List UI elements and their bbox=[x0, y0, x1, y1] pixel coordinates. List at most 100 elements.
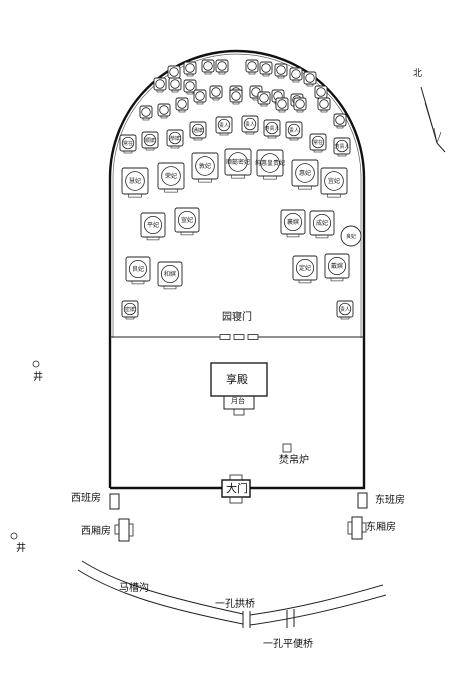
tomb-row-c: 宣妃 bbox=[174, 207, 200, 236]
svg-text:惠妃: 惠妃 bbox=[299, 169, 311, 177]
tomb-row-b: 纯惠皇贵妃 bbox=[255, 149, 285, 180]
yuetai-steps bbox=[233, 408, 245, 416]
north-label: 北 bbox=[413, 69, 423, 79]
west-duty-room-label: 西班房 bbox=[71, 493, 101, 504]
west-wing-room bbox=[114, 518, 134, 542]
yuanqin-gate-marks bbox=[219, 334, 259, 340]
tomb-row-b: 顺懿密妃 bbox=[224, 148, 252, 179]
tomb-small bbox=[257, 91, 271, 107]
tomb-row-c: 戴嫔 bbox=[324, 253, 350, 282]
main-gate-step-top bbox=[229, 474, 243, 481]
svg-text:贵人: 贵人 bbox=[340, 306, 350, 313]
svg-text:恭嫔: 恭嫔 bbox=[170, 135, 180, 142]
tomb-row-a: 恭嫔 bbox=[166, 129, 184, 149]
east-duty-room bbox=[357, 492, 368, 509]
tomb-row-c: 成妃 bbox=[309, 210, 335, 239]
svg-text:慧妃: 慧妃 bbox=[129, 177, 141, 185]
tomb-small bbox=[289, 67, 303, 83]
main-gate-step-bottom bbox=[229, 496, 243, 504]
tomb-row-a: 寿贵人 bbox=[263, 119, 281, 139]
svg-text:纯惠皇贵妃: 纯惠皇贵妃 bbox=[255, 159, 285, 167]
west-duty-room bbox=[109, 493, 120, 510]
svg-text:常在: 常在 bbox=[313, 139, 323, 146]
svg-text:和嫔: 和嫔 bbox=[164, 270, 176, 278]
svg-text:芳贵人: 芳贵人 bbox=[334, 143, 349, 150]
tomb-small bbox=[274, 63, 288, 79]
tomb-small bbox=[245, 59, 259, 75]
svg-text:宣妃: 宣妃 bbox=[181, 216, 193, 224]
tomb-small bbox=[333, 113, 347, 129]
yuetai-label: 月台 bbox=[231, 397, 245, 405]
arch-bridge-label: 一孔拱桥 bbox=[215, 599, 255, 610]
enclosure-wall bbox=[108, 49, 366, 490]
svg-text:通嫔: 通嫔 bbox=[193, 127, 203, 134]
horse-ditch-right-lower bbox=[249, 594, 387, 626]
svg-text:顺嫔: 顺嫔 bbox=[145, 137, 155, 144]
tomb-small bbox=[168, 77, 182, 93]
tomb-row-a: 常在 bbox=[119, 134, 137, 154]
tomb-small bbox=[229, 89, 243, 105]
flat-bridge-label: 一孔平便桥 bbox=[263, 639, 313, 650]
tomb-small bbox=[139, 105, 153, 121]
tomb-small bbox=[314, 85, 328, 101]
east-wing-room-label: 东厢房 bbox=[366, 522, 396, 533]
svg-text:定妃: 定妃 bbox=[299, 264, 311, 272]
svg-text:密嫔: 密嫔 bbox=[125, 306, 135, 313]
svg-text:贵人: 贵人 bbox=[289, 127, 299, 134]
tomb-small bbox=[293, 97, 307, 113]
burning-furnace-label: 焚帛炉 bbox=[279, 455, 309, 466]
well-upper-mark bbox=[32, 360, 40, 368]
tomb-row-c: 和嫔 bbox=[157, 261, 183, 290]
tomb-small bbox=[303, 71, 317, 87]
svg-text:良妃: 良妃 bbox=[132, 265, 144, 273]
svg-text:贵人: 贵人 bbox=[219, 122, 229, 129]
main-gate-label: 大门 bbox=[226, 482, 248, 495]
tomb-row-a: 通嫔 bbox=[189, 121, 207, 141]
svg-text:成妃: 成妃 bbox=[316, 219, 328, 227]
tomb-small bbox=[157, 103, 171, 119]
horse-ditch-right bbox=[249, 584, 384, 616]
svg-text:常在: 常在 bbox=[123, 140, 133, 147]
svg-text:襄嫔: 襄嫔 bbox=[287, 218, 299, 226]
svg-text:宜妃: 宜妃 bbox=[328, 177, 340, 185]
tomb-row-a: 常在 bbox=[309, 133, 327, 153]
well-lower-mark bbox=[10, 532, 18, 540]
east-wing-room bbox=[347, 516, 367, 540]
well-upper-label: 井 bbox=[33, 372, 43, 383]
tomb-row-a: 贵人 bbox=[215, 116, 233, 136]
east-duty-room-label: 东班房 bbox=[375, 495, 405, 506]
tomb-small bbox=[175, 97, 189, 113]
horse-ditch bbox=[81, 560, 244, 615]
tomb-row-b: 荣妃 bbox=[157, 162, 185, 193]
horse-ditch-label: 马槽沟 bbox=[119, 583, 149, 594]
tomb-small bbox=[275, 97, 289, 113]
tomb-small bbox=[183, 61, 197, 77]
tomb-small bbox=[193, 89, 207, 105]
tomb-small bbox=[215, 59, 229, 75]
tomb-row-b: 宜妃 bbox=[320, 167, 348, 198]
svg-text:戴嫔: 戴嫔 bbox=[331, 262, 343, 270]
tomb-small bbox=[183, 79, 197, 95]
svg-text:顺懿密妃: 顺懿密妃 bbox=[226, 158, 250, 166]
well-lower-label: 井 bbox=[16, 543, 26, 554]
tomb-row-a: 贵人 bbox=[285, 121, 303, 141]
horse-ditch-lower bbox=[77, 569, 244, 625]
tomb-small bbox=[153, 77, 167, 93]
svg-text:贵人: 贵人 bbox=[245, 121, 255, 128]
tomb-row-a: 顺嫔 bbox=[141, 131, 159, 151]
tomb-row-c: 良妃 bbox=[125, 256, 151, 285]
tomb-small bbox=[259, 61, 273, 77]
tomb-small bbox=[317, 97, 331, 113]
svg-text:荣妃: 荣妃 bbox=[165, 172, 177, 180]
tomb-small bbox=[201, 59, 215, 75]
tomb-row-a: 芳贵人 bbox=[333, 137, 351, 157]
north-arrow-icon bbox=[420, 86, 446, 153]
tomb-group: 常在顺嫔恭嫔通嫔贵人贵人寿贵人贵人常在芳贵人慧妃荣妃敦妃顺懿密妃纯惠皇贵妃惠妃宜… bbox=[119, 59, 362, 320]
tomb-small bbox=[209, 85, 223, 101]
enclosure-inner-wall bbox=[112, 53, 362, 338]
xiang-hall-label: 享殿 bbox=[226, 373, 248, 386]
svg-text:敦妃: 敦妃 bbox=[199, 162, 211, 170]
tomb-row-b: 慧妃 bbox=[121, 167, 149, 198]
tomb-row-c: 定妃 bbox=[292, 255, 318, 284]
